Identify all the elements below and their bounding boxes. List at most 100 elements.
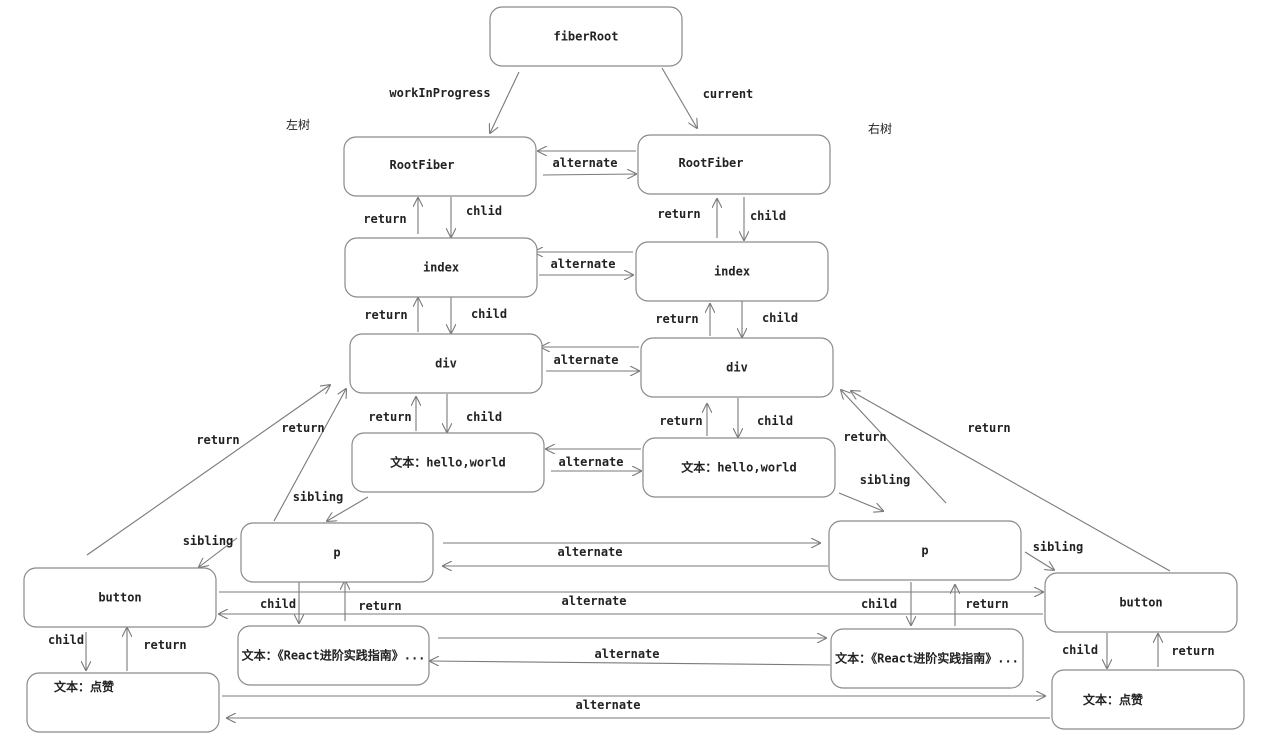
node-box — [343, 136, 537, 197]
edge-label-child: child — [471, 307, 507, 321]
edge-alternate-L_text_react-to-R_text_react — [430, 638, 831, 665]
edge-arrow-forward — [542, 174, 636, 175]
node-R_text_hello: 文本：hello,world — [642, 437, 836, 498]
node-label: 文本：《React进阶实践指南》... — [242, 648, 426, 663]
edge-label-child: child — [750, 209, 786, 223]
node-L_rootFiber: RootFiber — [343, 136, 537, 197]
edge-return-R_button-to-R_div — [851, 391, 1171, 572]
edge-alternate-L_text_like-to-R_text_like — [222, 696, 1050, 718]
edge-sibling-R_text_hello-to-R_p — [838, 492, 883, 511]
edge-label-alternate: alternate — [552, 156, 617, 170]
edge-sibling-R_p-to-R_button — [1024, 551, 1054, 570]
node-R_button: button — [1044, 572, 1238, 633]
node-box — [642, 437, 836, 498]
edge-label-sibling: sibling — [183, 534, 234, 548]
node-box — [830, 628, 1024, 689]
edge-label-return: return — [655, 312, 698, 326]
node-label: button — [1119, 596, 1162, 610]
edge-arrow-forward — [851, 391, 1171, 572]
edge-alternate-L_rootFiber-to-R_rootFiber — [538, 151, 636, 175]
edge-arrow-forward — [1024, 551, 1054, 570]
node-R_div: div — [640, 337, 834, 398]
edge-label-child: child — [757, 414, 793, 428]
node-label: RootFiber — [389, 158, 454, 172]
edge-label-sibling: sibling — [860, 473, 911, 487]
node-box — [351, 432, 545, 493]
edge-label-chlid: chlid — [466, 204, 502, 218]
right-tree-label: 右树 — [868, 121, 892, 136]
node-box — [828, 520, 1022, 581]
node-box — [489, 6, 683, 67]
node-L_text_like: 文本：点赞 — [26, 672, 220, 733]
edge-return-L_p-to-L_div — [273, 389, 346, 522]
node-box — [640, 337, 834, 398]
edge-label-return: return — [281, 421, 324, 435]
edge-label-return: return — [967, 421, 1010, 435]
edge-label-child: child — [762, 311, 798, 325]
node-L_text_react: 文本：《React进阶实践指南》... — [237, 625, 430, 686]
edge-label-alternate: alternate — [575, 698, 640, 712]
edge-label-child: child — [1062, 643, 1098, 657]
edge-label-return: return — [368, 410, 411, 424]
node-label: fiberRoot — [553, 30, 618, 44]
edge-arrow-forward — [86, 385, 330, 556]
node-R_index: index — [635, 241, 829, 302]
edge-label-return: return — [1171, 644, 1214, 658]
edge-arrow-forward — [490, 71, 520, 133]
node-L_index: index — [344, 237, 538, 298]
node-box — [237, 625, 430, 686]
edge-label-return: return — [657, 207, 700, 221]
node-label: 文本：hello,world — [681, 460, 796, 475]
node-box — [26, 672, 220, 733]
edge-label-workInProgress: workInProgress — [389, 86, 490, 100]
node-box — [1051, 669, 1245, 730]
edge-arrow-forward — [199, 537, 238, 567]
edge-label-alternate: alternate — [594, 647, 659, 661]
edge-label-current: current — [703, 87, 754, 101]
node-label: 文本：《React进阶实践指南》... — [835, 651, 1019, 666]
node-fiberRoot: fiberRoot — [489, 6, 683, 67]
node-label: p — [333, 546, 340, 560]
edge-label-alternate: alternate — [557, 545, 622, 559]
edges-layer — [86, 67, 1171, 718]
edge-workInProgress-fiberRoot-to-L_rootFiber — [490, 71, 520, 133]
edge-current-fiberRoot-to-R_rootFiber — [661, 67, 697, 128]
edge-label-return: return — [196, 433, 239, 447]
node-R_rootFiber: RootFiber — [637, 134, 831, 195]
node-label: 文本：hello,world — [390, 455, 505, 470]
edge-arrow-forward — [838, 492, 883, 511]
node-box — [635, 241, 829, 302]
node-label: 文本：点赞 — [1083, 692, 1143, 707]
node-label: p — [921, 544, 928, 558]
edge-sibling-L_text_hello-to-L_p — [327, 496, 369, 521]
edge-arrow-forward — [273, 389, 346, 522]
node-box — [240, 522, 434, 583]
edge-sibling-L_p-to-L_button — [199, 537, 238, 567]
edge-label-child: child — [48, 633, 84, 647]
node-label: index — [714, 265, 750, 279]
edge-label-return: return — [358, 599, 401, 613]
node-label: 文本：点赞 — [54, 679, 114, 694]
edge-label-return: return — [843, 430, 886, 444]
edge-alternate-L_p-to-R_p — [443, 543, 828, 566]
edge-alternate-L_text_hello-to-R_text_hello — [546, 449, 641, 471]
edge-label-alternate: alternate — [550, 257, 615, 271]
node-L_text_hello: 文本：hello,world — [351, 432, 545, 493]
node-box — [637, 134, 831, 195]
edge-arrow-forward — [327, 496, 369, 521]
edge-label-return: return — [363, 212, 406, 226]
edge-arrow-forward — [841, 390, 947, 504]
edge-label-child: child — [861, 597, 897, 611]
node-L_button: button — [23, 567, 217, 628]
edge-label-child: child — [466, 410, 502, 424]
edge-label-sibling: sibling — [293, 490, 344, 504]
node-box — [349, 333, 543, 394]
edge-label-return: return — [965, 597, 1008, 611]
node-L_p: p — [240, 522, 434, 583]
edge-label-return: return — [659, 414, 702, 428]
edge-arrow-forward — [661, 67, 697, 128]
node-label: div — [726, 361, 748, 375]
node-box — [1044, 572, 1238, 633]
edge-alternate-L_div-to-R_div — [541, 347, 639, 371]
